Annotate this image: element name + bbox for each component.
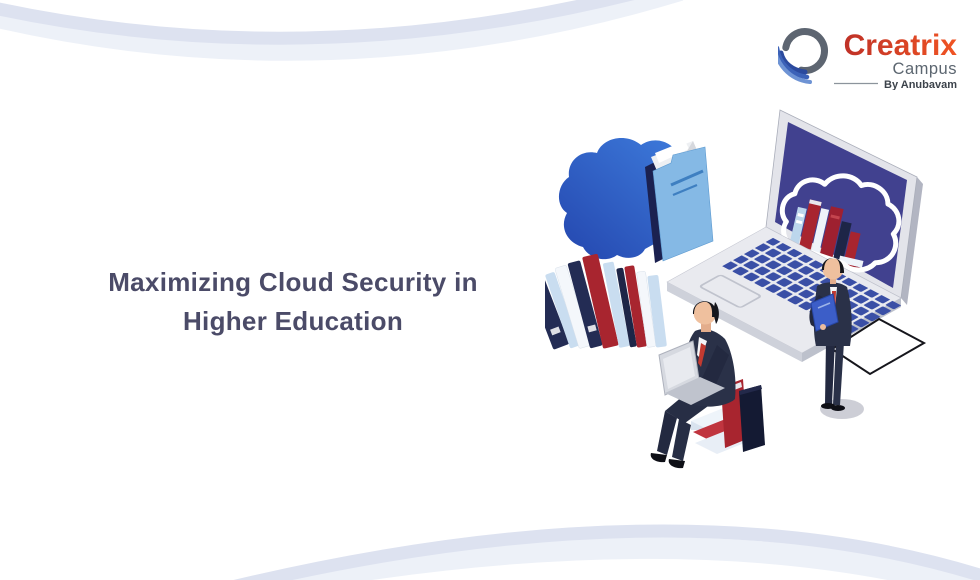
laptop-screen	[775, 122, 907, 288]
file-folder-icon	[645, 141, 714, 263]
laptop-keyboard	[720, 237, 903, 336]
face	[822, 258, 844, 280]
red-tie	[698, 343, 706, 367]
businessman-sitting-on-books-with-laptop	[650, 301, 765, 469]
clipboard	[810, 293, 839, 332]
top-curve	[0, 0, 635, 45]
banner-title-line2: Higher Education	[182, 306, 404, 337]
creatrix-campus-logo[interactable]: Creatrix Campus By Anubavam	[778, 14, 960, 90]
creatrix-swoosh-logo-icon	[778, 28, 828, 84]
cloud-security-illustration	[545, 109, 927, 469]
bottom-curve	[233, 524, 980, 580]
screen-cloud-of-books	[779, 173, 902, 276]
screen-cloud-outline	[779, 173, 902, 273]
bottom-curve-soft	[240, 536, 980, 580]
top-curve-soft	[0, 0, 684, 61]
row-of-books	[545, 254, 667, 350]
lap-laptop	[658, 340, 725, 405]
laptop-trackpad	[699, 274, 761, 308]
businessman-standing-with-clipboard	[809, 257, 864, 419]
logo-byline-text: By Anubavam	[884, 79, 957, 90]
logo-brand-text: Creatrix	[844, 29, 958, 62]
hair	[821, 257, 845, 273]
hair	[692, 301, 718, 317]
banner-title-line1: Maximizing Cloud Security in	[108, 267, 478, 298]
banner-title: Maximizing Cloud Security in Higher Educ…	[40, 263, 546, 341]
blue-cloud-with-folder	[558, 138, 714, 263]
logo-campus-text: Campus	[893, 60, 957, 78]
face	[693, 301, 717, 325]
